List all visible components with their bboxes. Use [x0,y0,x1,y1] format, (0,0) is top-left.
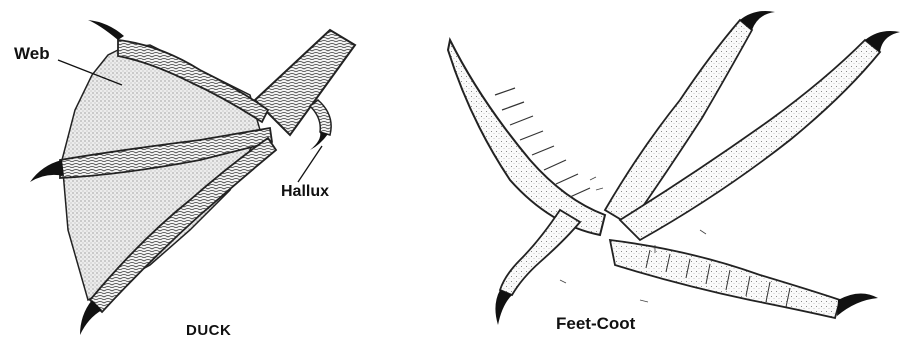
duck-claw-middle [30,160,64,182]
web-label: Web [14,44,50,64]
coot-foot-illustration [440,0,919,349]
coot-hind-toe [500,210,580,295]
duck-claw-hallux [310,132,328,150]
coot-claw-hind [495,290,512,325]
coot-foot-panel: Feet-Coot [440,0,919,349]
duck-foot-illustration [0,0,360,349]
hallux-label: Hallux [281,183,329,201]
hallux-leader-line [298,146,322,182]
duck-foot-panel: Web Hallux DUCK [0,0,360,349]
coot-toe-3 [610,240,840,318]
duck-tarsus [255,30,355,135]
coot-caption: Feet-Coot [556,314,635,334]
duck-caption: DUCK [186,322,231,339]
coot-claw-3 [837,293,878,316]
duck-hallux [310,100,331,135]
duck-claw-upper [88,20,124,40]
